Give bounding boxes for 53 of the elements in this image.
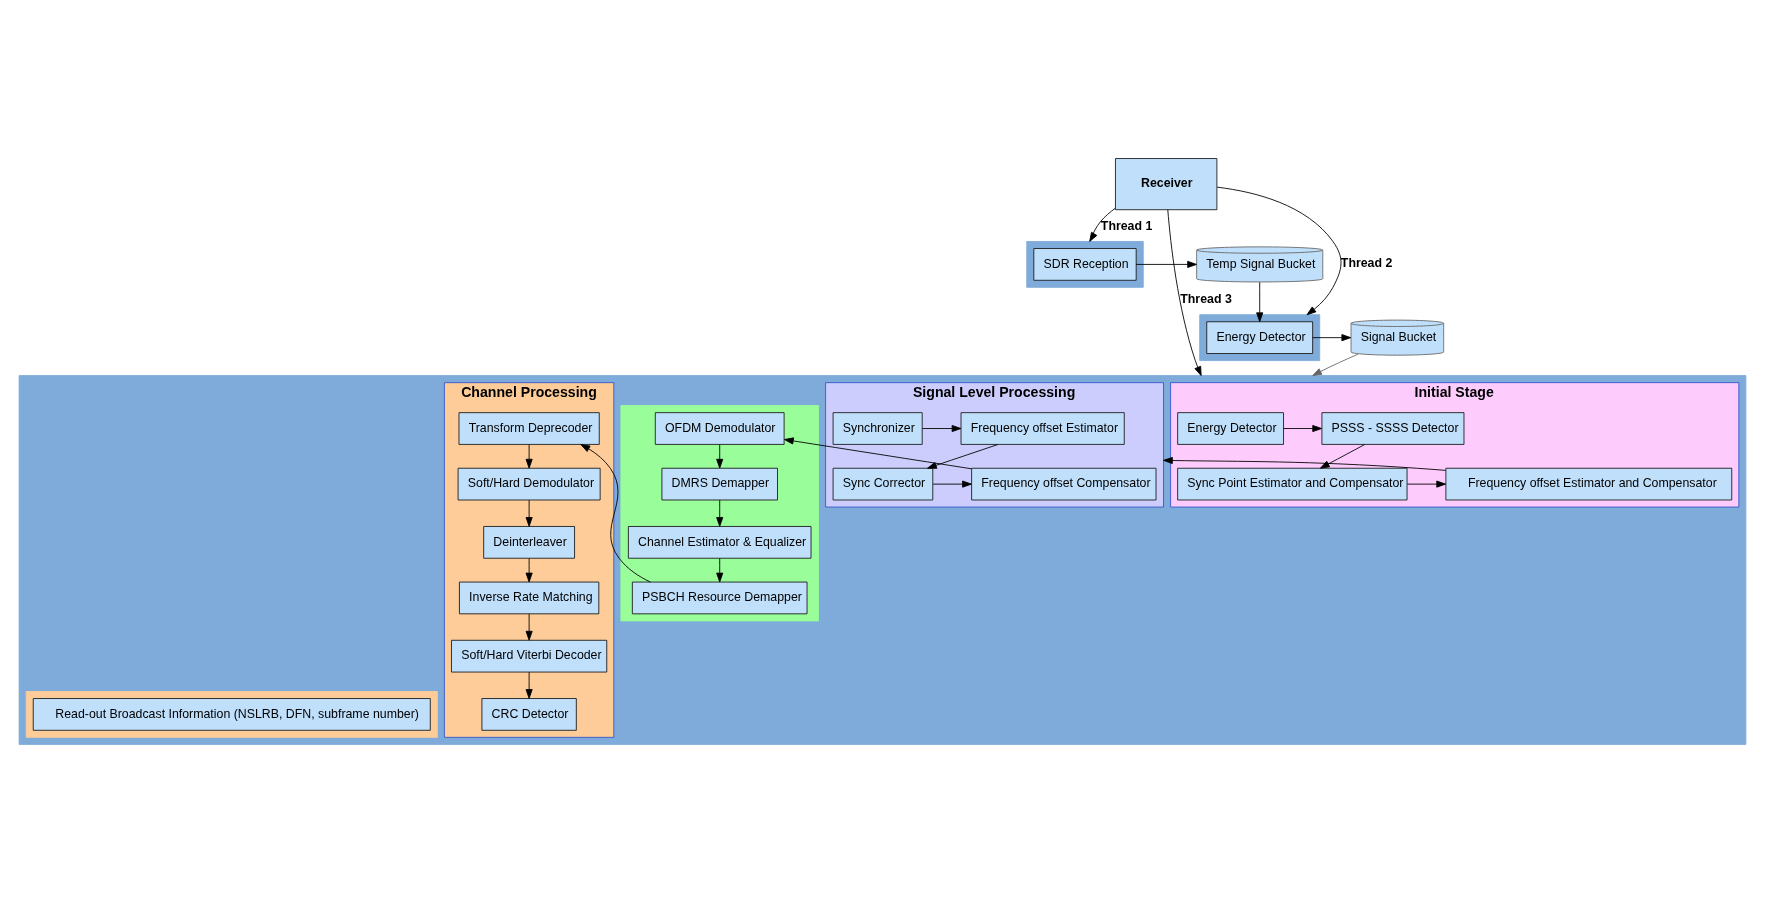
- node-box: Frequency offset Compensator: [971, 467, 1157, 500]
- arrow: [1320, 443, 1366, 469]
- arrow: [580, 443, 651, 582]
- node-box: DMRS Demapper: [661, 467, 778, 500]
- node-box: Receiver: [1115, 157, 1218, 210]
- arrow: [932, 480, 972, 488]
- node-box: Channel Estimator & Equalizer: [627, 525, 812, 559]
- node-box: Soft/Hard Viterbi Decoder: [451, 639, 608, 672]
- arrow: [1163, 456, 1447, 471]
- node-box: Frequency offset Estimator and Compensator: [1445, 467, 1733, 500]
- node-box: Energy Detector: [1206, 320, 1314, 354]
- node-box: Soft/Hard Demodulator: [457, 467, 601, 500]
- node-box: CRC Detector: [481, 697, 577, 731]
- arrow: [1089, 207, 1116, 242]
- arrow: [1283, 424, 1322, 432]
- arrow: [716, 443, 724, 469]
- cluster: [1026, 240, 1144, 288]
- node-box: Frequency offset Estimator: [960, 411, 1125, 445]
- node-box: Inverse Rate Matching: [458, 581, 600, 614]
- arrow: [784, 436, 972, 469]
- cluster: [620, 404, 819, 621]
- arrow: [525, 557, 533, 582]
- arrow: [716, 557, 724, 582]
- arrow: [927, 443, 999, 469]
- arrow: [716, 499, 724, 527]
- node-box: OFDM Demodulator: [654, 411, 785, 445]
- node-box: Sync Corrector: [832, 467, 934, 500]
- arrow: [1312, 353, 1359, 376]
- arrow: [922, 424, 962, 432]
- node-box: Transform Deprecoder: [458, 411, 600, 445]
- arrow: [1406, 480, 1446, 488]
- arrow: [525, 671, 533, 699]
- node-box: PSBCH Resource Demapper: [631, 581, 808, 614]
- node-box: Synchronizer: [832, 411, 923, 445]
- arrow: [1256, 281, 1264, 322]
- node-box: Energy Detector: [1177, 411, 1284, 445]
- cluster: [18, 374, 1747, 745]
- arrow: [1216, 186, 1342, 315]
- node-box: PSSS - SSSS Detector: [1321, 411, 1465, 445]
- cluster: [25, 690, 438, 738]
- edge-label: Thread 3: [1180, 291, 1232, 306]
- node-box: Sync Point Estimator and Compensator: [1177, 467, 1408, 500]
- edge-label: Thread 1: [1100, 218, 1153, 233]
- arrow: [525, 613, 533, 641]
- arrow: [1135, 260, 1197, 268]
- node-box: Deinterleaver: [483, 525, 575, 559]
- arrow: [1167, 208, 1202, 376]
- node-box: SDR Reception: [1033, 247, 1137, 281]
- node-box: Read-out Broadcast Information (NSLRB, DFN, subframe number): [32, 697, 431, 731]
- arrow: [525, 443, 533, 469]
- edge-label: Thread 2: [1340, 255, 1393, 270]
- arrow: [525, 499, 533, 527]
- arrow: [1312, 333, 1352, 341]
